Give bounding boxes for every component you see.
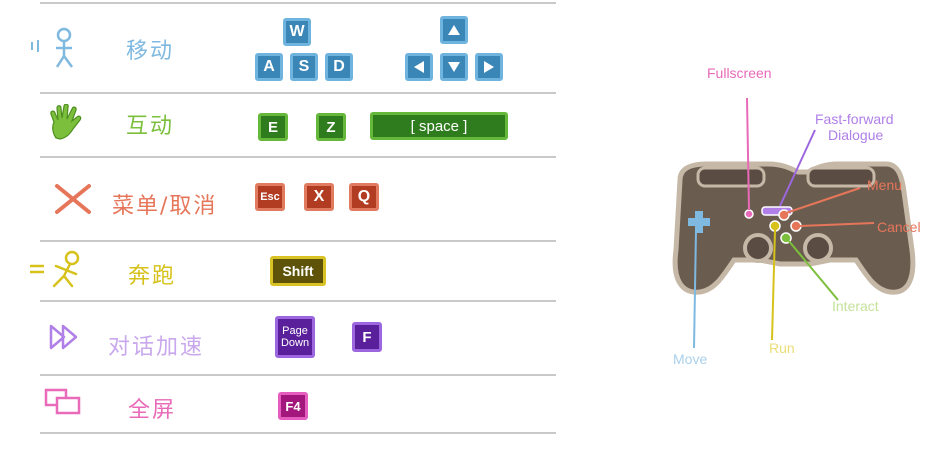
fullscreen-label: 全屏	[128, 398, 177, 423]
fullscreen-button	[744, 209, 754, 219]
gamepad-diagram	[672, 97, 916, 349]
callout-fullscreen: Fullscreen	[707, 65, 772, 81]
key-space: [ space ]	[370, 112, 508, 140]
key-down-text: Down	[280, 337, 310, 349]
row-divider	[40, 2, 556, 4]
key-f: F	[352, 322, 382, 352]
row-divider	[40, 432, 556, 434]
key-f4: F4	[278, 392, 308, 420]
key-q: Q	[349, 183, 379, 211]
cross-icon	[55, 184, 91, 214]
key-z: Z	[316, 113, 346, 141]
key-page-text: Page	[282, 325, 308, 337]
arrow-down-key	[440, 53, 468, 81]
interact-label: 互动	[126, 114, 175, 139]
right-stick	[803, 233, 833, 263]
callout-run: Run	[769, 340, 795, 356]
walking-person-icon	[31, 27, 74, 68]
row-divider	[40, 92, 556, 94]
run-button	[769, 220, 781, 232]
key-s: S	[290, 53, 318, 81]
key-shift: Shift	[270, 256, 326, 286]
callout-move: Move	[673, 351, 708, 367]
key-esc: Esc	[255, 183, 285, 211]
cancel-button-dot	[790, 220, 802, 232]
arrow-left-icon	[414, 61, 424, 73]
move-label: 移动	[126, 39, 175, 64]
right-shoulder	[806, 166, 876, 188]
menu-label: 菜单/取消	[112, 194, 218, 219]
callout-fast-forward-line2: Dialogue	[828, 127, 884, 143]
hand-icon	[50, 104, 82, 140]
run-label: 奔跑	[128, 264, 177, 289]
key-w: W	[283, 18, 311, 46]
arrow-right-key	[475, 53, 503, 81]
left-shoulder	[696, 166, 766, 188]
dpad-icon	[688, 211, 710, 233]
row-divider	[40, 374, 556, 376]
callout-menu: Menu	[867, 177, 903, 193]
key-x: X	[304, 183, 334, 211]
key-e: E	[258, 113, 288, 141]
row-divider	[40, 240, 556, 242]
key-d: D	[325, 53, 353, 81]
row-divider	[40, 156, 556, 158]
arrow-up-key	[440, 16, 468, 44]
key-page-down: Page Down	[275, 316, 315, 358]
arrow-up-icon	[448, 25, 460, 35]
arrow-right-icon	[484, 61, 494, 73]
callout-cancel: Cancel	[877, 219, 921, 235]
callout-interact: Interact	[832, 298, 879, 314]
callout-fast-forward-line1: Fast-forward	[815, 111, 894, 127]
fast-forward-icon	[49, 324, 78, 350]
row-divider	[40, 300, 556, 302]
dialogue-label: 对话加速	[108, 335, 205, 360]
arrow-left-key	[405, 53, 433, 81]
running-person-icon	[30, 250, 80, 288]
left-stick	[743, 233, 773, 263]
windows-icon	[44, 388, 81, 415]
key-a: A	[255, 53, 283, 81]
arrow-down-icon	[448, 62, 460, 72]
